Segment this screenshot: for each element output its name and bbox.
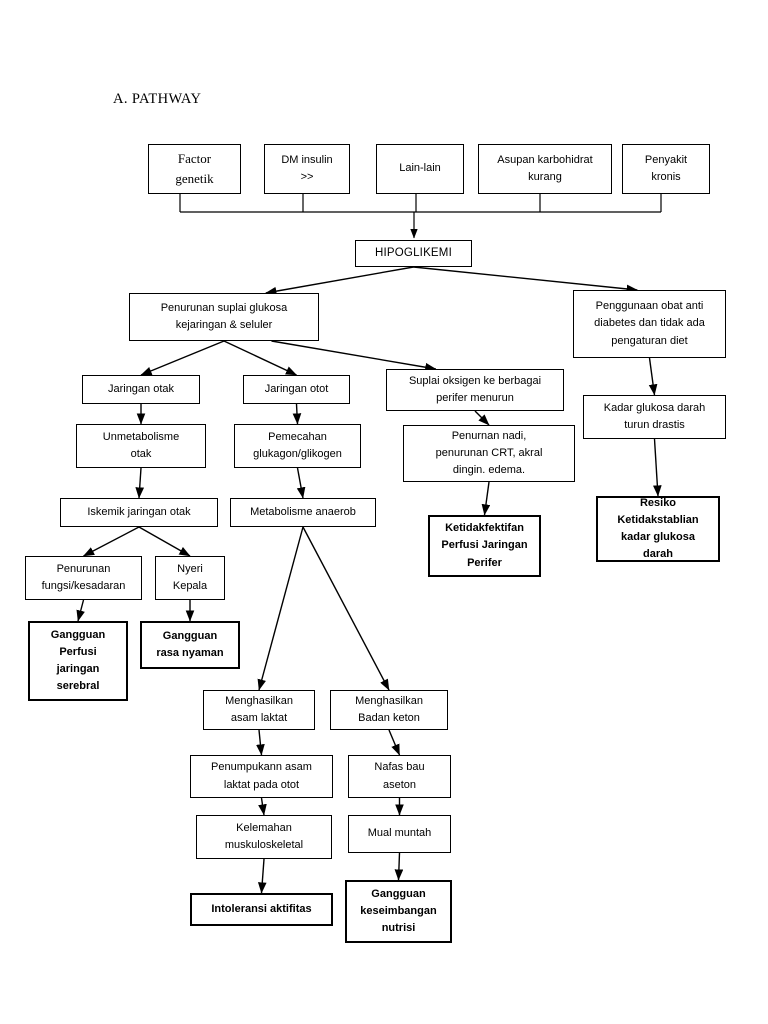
node-mual-muntah: Mual muntah [348, 815, 451, 853]
node-label: Iskemik jaringan otak [87, 505, 191, 518]
node-jaringan-otot: Jaringan otot [243, 375, 350, 404]
edge-penurunan-fungsi-to-gangguan-perfusi-serebral [76, 599, 85, 622]
node-label: Jaringan otak [107, 382, 175, 395]
node-label: Lain-lain [399, 162, 441, 175]
edge-unmetabolisme-otak-to-iskemik-jaringan-otak [135, 467, 145, 499]
edge-penurunan-nadi-to-ketidakfektifan-perfusi [481, 481, 491, 516]
edge-hipoglikemi-to-penggunaan-obat [413, 266, 638, 294]
edge-metabolisme-anaerob-to-menghasilkan-asam-laktat [257, 526, 304, 691]
node-label: Metabolisme anaerob [250, 505, 356, 518]
edge-metabolisme-anaerob-to-menghasilkan-badan-keton [302, 526, 390, 691]
node-label: HIPOGLIKEMI [375, 246, 452, 259]
edge-penurunan-suplai-to-jaringan-otak [140, 340, 225, 376]
edge-mual-muntah-to-gangguan-keseimbangan [394, 852, 404, 881]
edge-penurunan-suplai-to-suplai-oksigen [271, 340, 437, 372]
node-label: Jaringan otot [264, 382, 329, 395]
node-label: DM insulin>> [281, 153, 333, 183]
edge-penumpukan-asam-laktat-to-kelemahan-muskuloskeletal [258, 797, 267, 816]
edge-kadar-glukosa-turun-to-resiko-ketidakstabilan [653, 438, 662, 497]
node-dm-insulin: DM insulin>> [264, 144, 350, 194]
node-label: Mual muntah [367, 827, 432, 840]
edge-suplai-oksigen-to-penurunan-nadi [474, 410, 490, 426]
node-hipoglikemi: HIPOGLIKEMI [355, 240, 472, 267]
edge-menghasilkan-badan-keton-to-nafas-bau-aseton [388, 729, 401, 756]
edge-menghasilkan-asam-laktat-to-penumpukan-asam-laktat [256, 729, 265, 756]
edge-iskemik-jaringan-otak-to-penurunan-fungsi [83, 526, 140, 557]
edge-penggunaan-obat-to-kadar-glukosa-turun [648, 357, 658, 396]
node-lain-lain: Lain-lain [376, 144, 464, 194]
edge-hipoglikemi-to-penurunan-suplai [265, 266, 414, 296]
edge-kelemahan-muskuloskeletal-to-intoleransi-aktifitas [257, 858, 267, 894]
page-title: A. PATHWAY [113, 91, 202, 107]
edge-jaringan-otot-to-pemecahan-glukagon [292, 403, 302, 425]
edge-pemecahan-glukagon-to-metabolisme-anaerob [296, 467, 306, 499]
node-label: Intoleransi aktifitas [211, 902, 312, 915]
edge-iskemik-jaringan-otak-to-nyeri-kepala [138, 526, 191, 557]
node-intoleransi-aktifitas: Intoleransi aktifitas [190, 893, 333, 926]
node-iskemik-jaringan-otak: Iskemik jaringan otak [60, 498, 218, 527]
node-jaringan-otak: Jaringan otak [82, 375, 200, 404]
node-metabolisme-anaerob: Metabolisme anaerob [230, 498, 376, 527]
edge-penurunan-suplai-to-jaringan-otot [223, 340, 298, 376]
